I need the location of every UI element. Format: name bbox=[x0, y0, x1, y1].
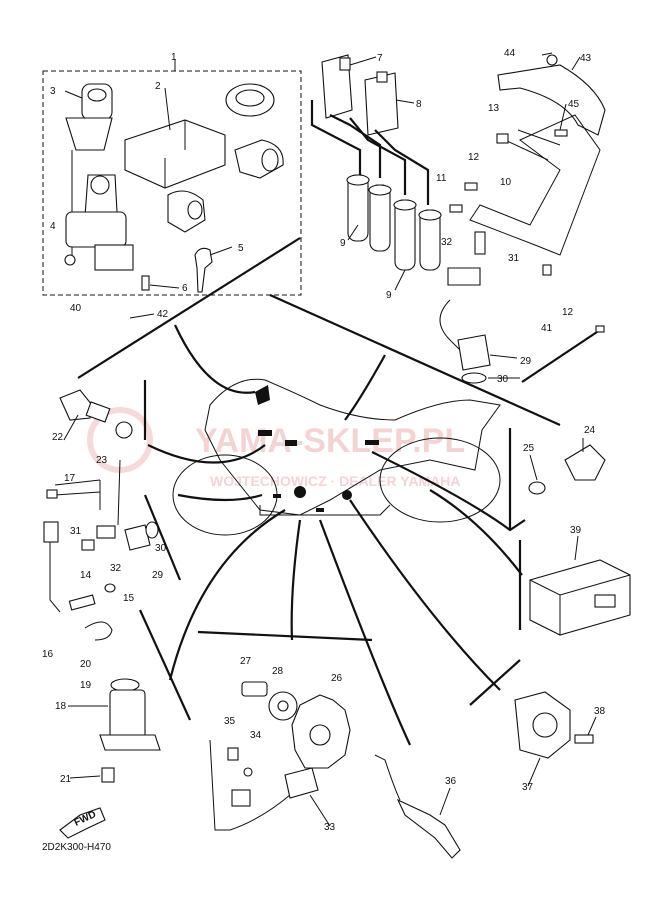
left-parts bbox=[43, 389, 161, 783]
callout-14[interactable]: 14 bbox=[80, 570, 92, 581]
callout-18[interactable]: 18 bbox=[55, 701, 67, 712]
callout-17[interactable]: 17 bbox=[64, 473, 76, 484]
callout-leaders bbox=[63, 52, 597, 827]
callout-24[interactable]: 24 bbox=[584, 425, 596, 436]
callout-26[interactable]: 26 bbox=[331, 673, 343, 684]
right-parts bbox=[528, 444, 631, 636]
callout-40[interactable]: 40 bbox=[70, 303, 82, 314]
callout-36[interactable]: 36 bbox=[445, 776, 457, 787]
callout-43[interactable]: 43 bbox=[580, 53, 592, 64]
leader-lines bbox=[77, 237, 561, 746]
callout-6[interactable]: 6 bbox=[182, 283, 188, 294]
callout-29a[interactable]: 29 bbox=[520, 356, 532, 367]
callout-37[interactable]: 37 bbox=[522, 782, 534, 793]
callout-22[interactable]: 22 bbox=[52, 432, 64, 443]
ecu-part[interactable] bbox=[529, 559, 631, 636]
relay-part[interactable] bbox=[109, 689, 146, 741]
callout-34[interactable]: 34 bbox=[250, 730, 262, 741]
callout-21[interactable]: 21 bbox=[60, 774, 72, 785]
callout-16[interactable]: 16 bbox=[42, 649, 54, 660]
callout-2[interactable]: 2 bbox=[155, 81, 161, 92]
callout-15[interactable]: 15 bbox=[123, 593, 135, 604]
callout-29b[interactable]: 29 bbox=[152, 570, 164, 581]
callout-5[interactable]: 5 bbox=[238, 243, 244, 254]
ecu-lock-part[interactable] bbox=[124, 119, 226, 189]
callout-38[interactable]: 38 bbox=[594, 706, 606, 717]
callout-20[interactable]: 20 bbox=[80, 659, 92, 670]
callout-44[interactable]: 44 bbox=[504, 48, 516, 59]
callout-19[interactable]: 19 bbox=[80, 680, 92, 691]
callout-12a[interactable]: 12 bbox=[468, 152, 480, 163]
ignition-coil-group bbox=[310, 54, 442, 271]
o2-sensor-part[interactable] bbox=[396, 798, 461, 859]
callout-7[interactable]: 7 bbox=[377, 53, 383, 64]
callout-27[interactable]: 27 bbox=[240, 656, 252, 667]
callout-12b[interactable]: 12 bbox=[562, 307, 574, 318]
ignition-set-group bbox=[42, 60, 302, 296]
ignition-coil-part[interactable] bbox=[321, 54, 353, 119]
cover-bracket-part[interactable] bbox=[497, 64, 606, 136]
bottom-parts bbox=[209, 681, 594, 859]
callout-3[interactable]: 3 bbox=[50, 86, 56, 97]
callout-1[interactable]: 1 bbox=[171, 52, 177, 63]
callout-9a[interactable]: 9 bbox=[340, 238, 346, 249]
callout-33[interactable]: 33 bbox=[324, 822, 336, 833]
callout-11[interactable]: 11 bbox=[436, 173, 447, 184]
callout-32b[interactable]: 32 bbox=[110, 563, 122, 574]
watermark-main: YAMA-SKLEP.PL bbox=[195, 422, 465, 460]
callout-9b[interactable]: 9 bbox=[386, 290, 392, 301]
watermark: YAMA-SKLEP.PL WOJTECHOWICZ · DEALER YAMA… bbox=[87, 407, 465, 489]
callout-31b[interactable]: 31 bbox=[70, 526, 82, 537]
motorcycle-silhouette bbox=[172, 378, 501, 536]
callout-41[interactable]: 41 bbox=[541, 323, 553, 334]
callout-13[interactable]: 13 bbox=[488, 103, 500, 114]
thermo-sensor-part[interactable] bbox=[564, 444, 606, 481]
callout-8[interactable]: 8 bbox=[416, 99, 422, 110]
callouts: 1 2 3 4 5 6 7 8 9 9 10 11 12 12 13 14 15… bbox=[42, 48, 606, 833]
callout-35[interactable]: 35 bbox=[224, 716, 236, 727]
fwd-arrow: FWD bbox=[59, 807, 106, 839]
cam-sensor-part[interactable] bbox=[457, 334, 491, 371]
bracket-group bbox=[449, 54, 606, 276]
callout-4[interactable]: 4 bbox=[50, 221, 56, 232]
watermark-sub: WOJTECHOWICZ · DEALER YAMAHA bbox=[210, 473, 460, 489]
callout-30b[interactable]: 30 bbox=[155, 543, 167, 554]
diagram-code: 2D2K300-H470 bbox=[42, 842, 111, 853]
callout-28[interactable]: 28 bbox=[272, 666, 284, 677]
callout-32a[interactable]: 32 bbox=[441, 237, 453, 248]
callout-25[interactable]: 25 bbox=[523, 443, 535, 454]
cam-sensor-group bbox=[439, 231, 605, 384]
callout-39[interactable]: 39 bbox=[570, 525, 582, 536]
callout-23[interactable]: 23 bbox=[96, 455, 108, 466]
callout-30a[interactable]: 30 bbox=[497, 374, 509, 385]
callout-31a[interactable]: 31 bbox=[508, 253, 520, 264]
callout-45[interactable]: 45 bbox=[568, 99, 580, 110]
callout-10[interactable]: 10 bbox=[500, 177, 512, 188]
callout-42[interactable]: 42 bbox=[157, 309, 169, 320]
